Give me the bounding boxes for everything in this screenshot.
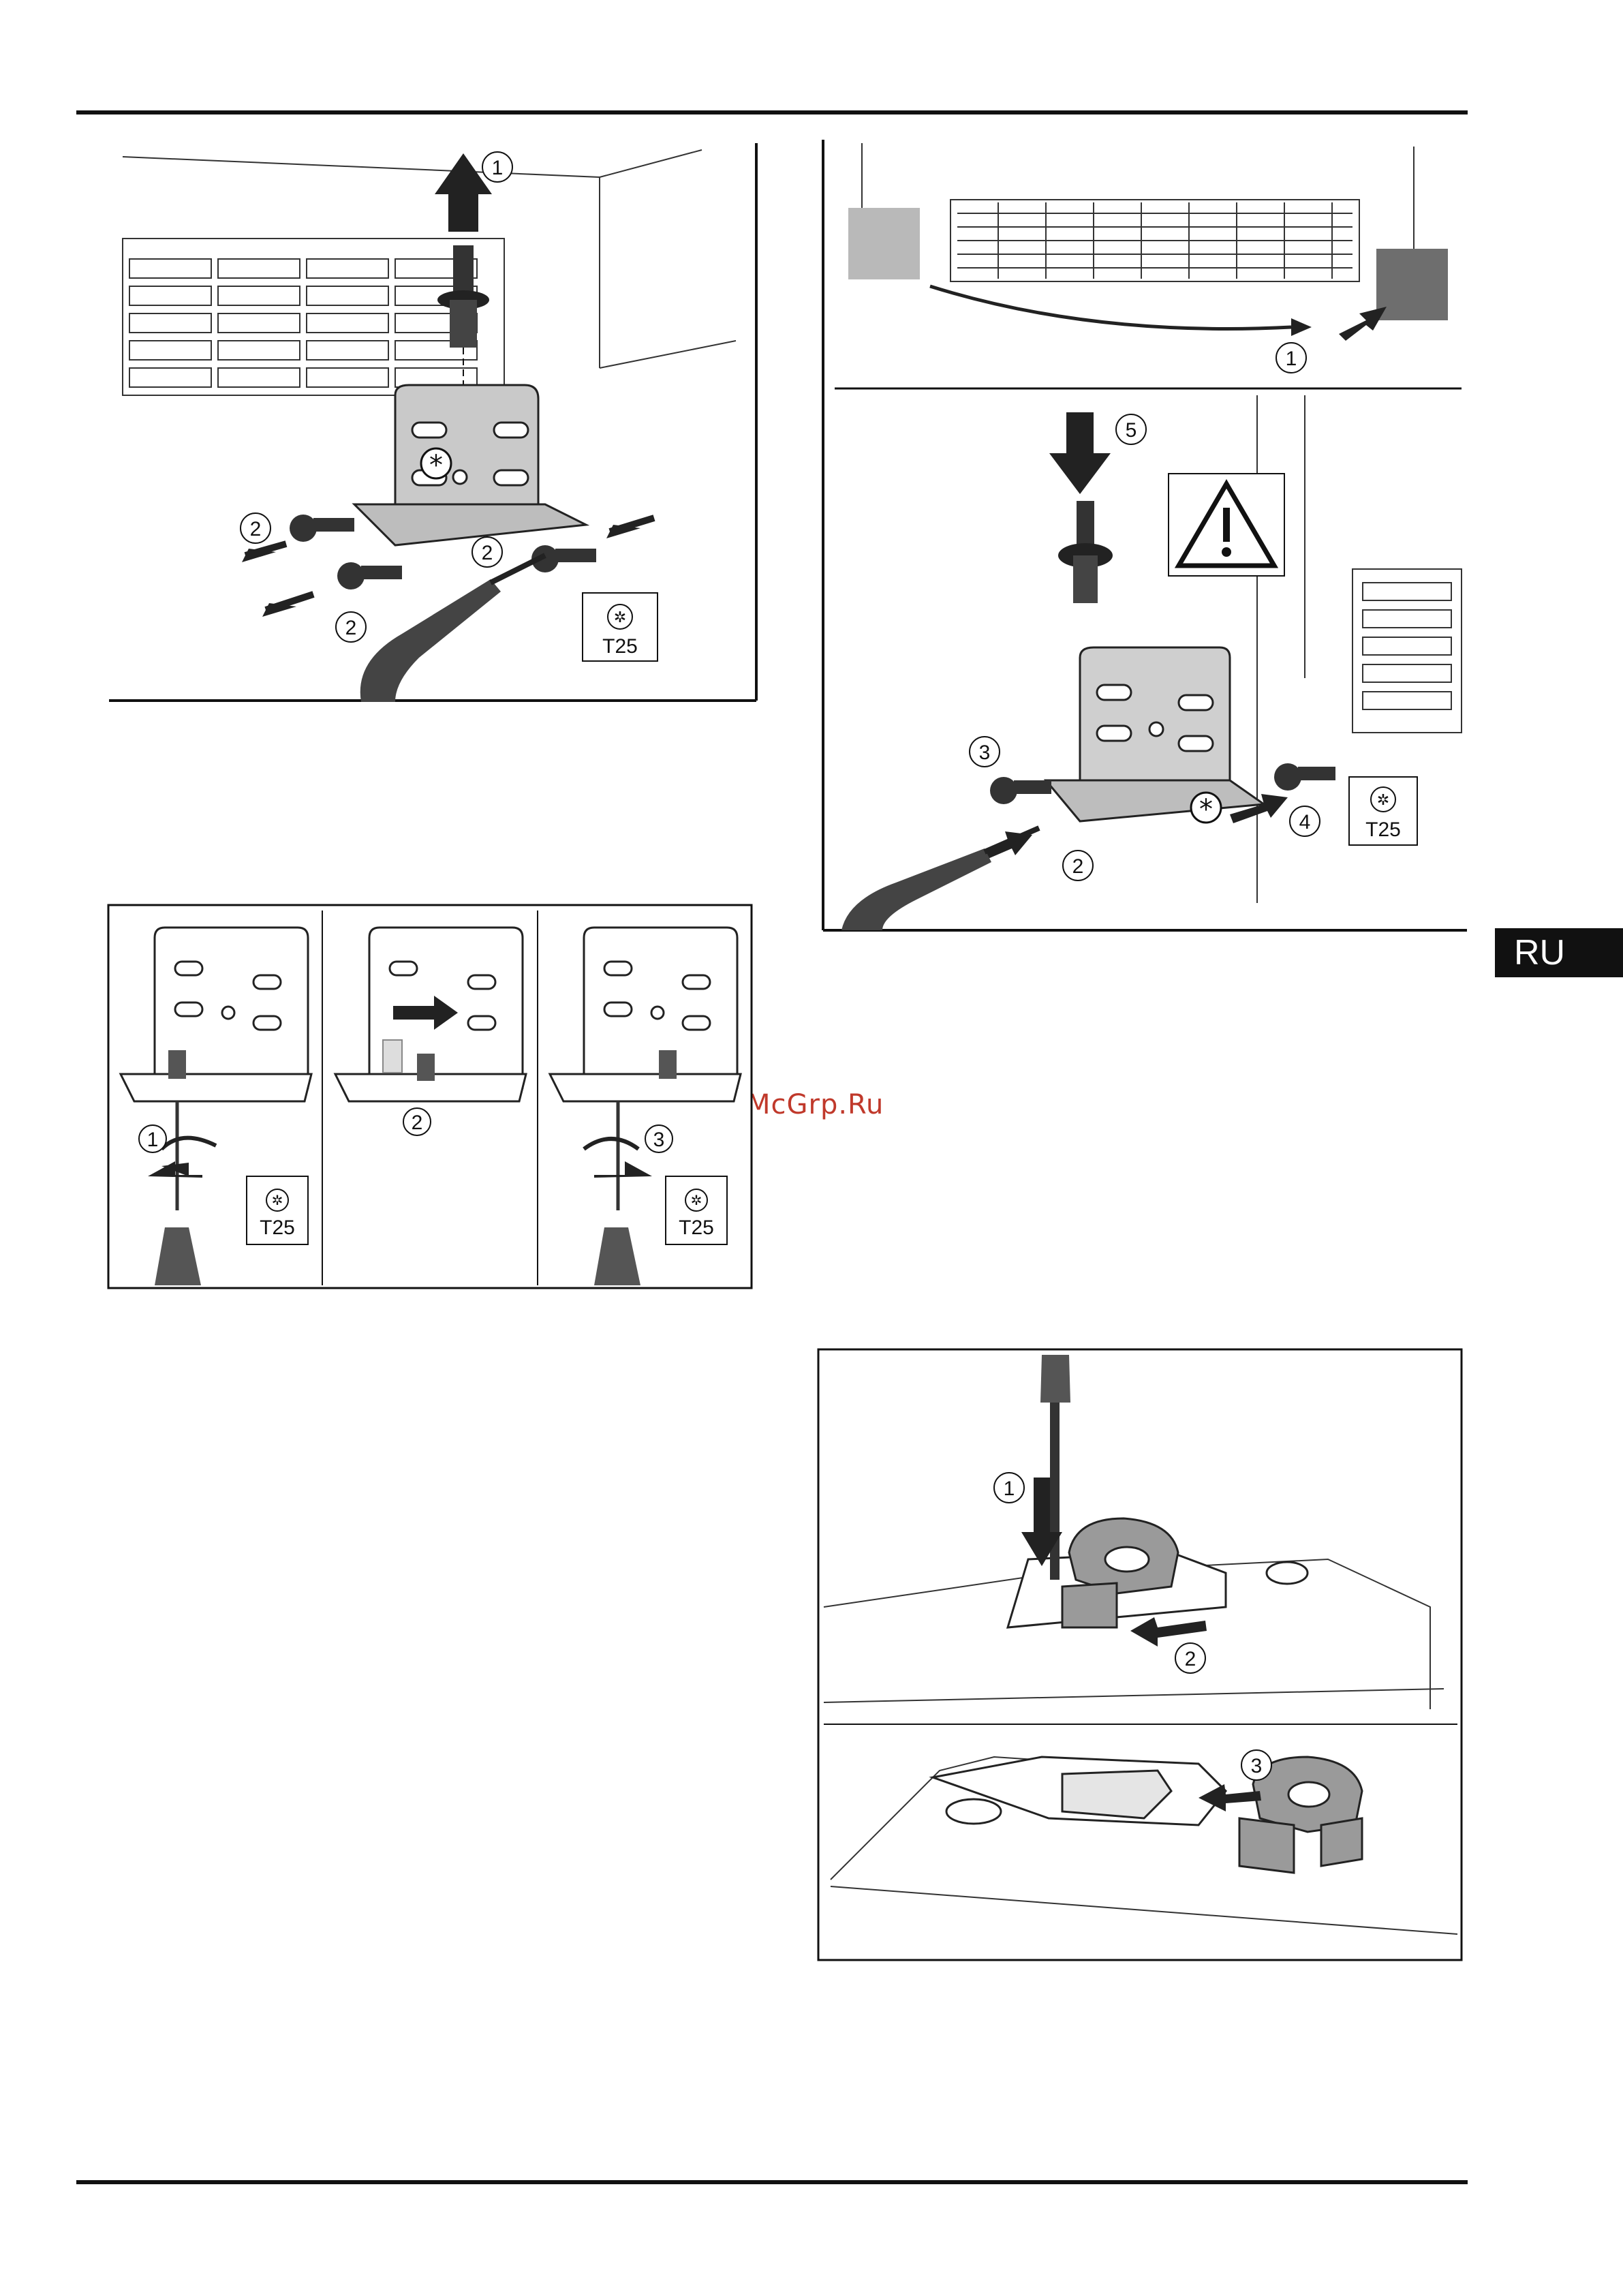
svg-text:2: 2: [250, 518, 262, 540]
torx-tool-label: ✲ T25: [1349, 777, 1417, 845]
arrow-down-icon: [1049, 412, 1111, 494]
curved-arrow-icon: [930, 286, 1291, 329]
callout-2b-icon: 2: [336, 612, 366, 642]
svg-text:✲: ✲: [691, 1192, 702, 1208]
screwdriver-icon: [841, 828, 1039, 930]
svg-text:T25: T25: [260, 1216, 295, 1239]
svg-text:2: 2: [412, 1112, 423, 1134]
svg-text:✲: ✲: [614, 609, 626, 626]
svg-text:3: 3: [979, 741, 991, 764]
svg-text:1: 1: [1286, 348, 1297, 370]
figure-screw-steps: 1 ✲ T25 2: [107, 904, 753, 1289]
svg-text:✲: ✲: [1377, 792, 1389, 809]
hinge-plate-icon: [1046, 647, 1264, 821]
torx-tool-label: ✲ T25: [666, 1176, 727, 1244]
svg-text:T25: T25: [602, 635, 638, 658]
grille-icon: [1352, 569, 1462, 733]
callout-4-icon: 4: [1290, 806, 1320, 836]
header-rule: [76, 110, 1468, 114]
figure-hinge-swap: 1 5: [821, 140, 1468, 934]
svg-text:1: 1: [147, 1129, 159, 1151]
hinge-pin-icon: [1058, 501, 1113, 603]
svg-text:2: 2: [482, 542, 493, 564]
watermark-text: McGrp.Ru: [747, 1089, 884, 1120]
svg-text:*: *: [1199, 794, 1213, 825]
callout-1-icon: 1: [482, 152, 512, 182]
svg-text:4: 4: [1299, 811, 1311, 833]
callout-2-icon: 2: [403, 1108, 431, 1135]
svg-text:2: 2: [1072, 855, 1084, 878]
callout-3-icon: 3: [970, 737, 1000, 767]
svg-text:3: 3: [653, 1129, 665, 1151]
svg-text:2: 2: [1185, 1648, 1196, 1670]
svg-text:1: 1: [492, 157, 504, 179]
callout-2-icon: 2: [1063, 851, 1093, 881]
svg-text:3: 3: [1251, 1755, 1263, 1777]
callout-1-icon: 1: [139, 1125, 166, 1152]
language-tab: RU: [1495, 928, 1623, 977]
svg-text:T25: T25: [1365, 818, 1401, 841]
callout-2a-icon: 2: [241, 513, 270, 543]
arrow-right-icon: [1339, 307, 1387, 341]
figure-bracket: 1 2 3: [817, 1348, 1463, 1961]
callout-2-icon: 2: [1175, 1643, 1205, 1673]
svg-text:*: *: [429, 450, 443, 481]
callout-3-icon: 3: [645, 1125, 673, 1152]
grille-icon: [950, 200, 1359, 281]
svg-text:2: 2: [345, 617, 357, 639]
callout-1-icon: 1: [1276, 343, 1306, 373]
callout-2c-icon: 2: [472, 537, 502, 567]
svg-text:1: 1: [1004, 1478, 1015, 1500]
footer-rule: [76, 2180, 1468, 2184]
grille-icon: [123, 239, 504, 395]
svg-text:✲: ✲: [272, 1192, 283, 1208]
torx-tool-label: ✲ T25: [247, 1176, 308, 1244]
svg-text:5: 5: [1126, 419, 1137, 442]
figure-hinge-removal: * 1 2 2: [109, 136, 760, 702]
callout-5-icon: 5: [1116, 414, 1146, 444]
callout-3-icon: 3: [1241, 1750, 1271, 1780]
svg-text:T25: T25: [679, 1216, 714, 1239]
warning-icon: [1169, 474, 1284, 576]
hinge-plate-icon: [354, 385, 586, 545]
callout-1-icon: 1: [994, 1473, 1024, 1503]
torx-tool-label: ✲ T25: [583, 593, 658, 661]
